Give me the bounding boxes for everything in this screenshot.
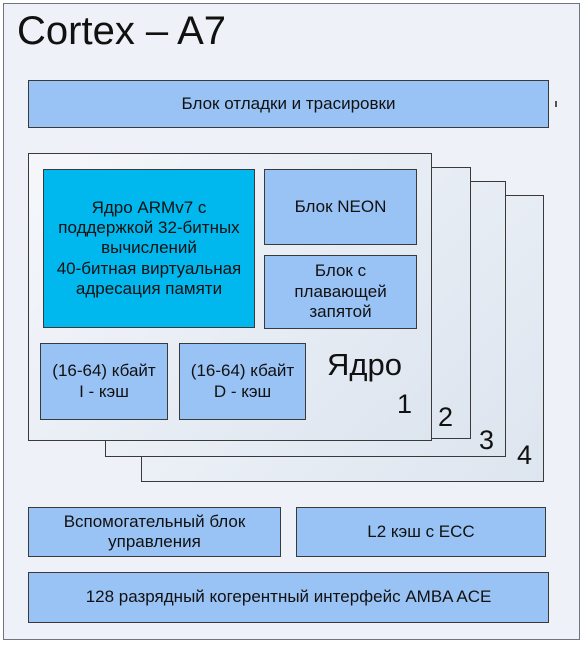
icache-line: I - кэш (79, 381, 129, 401)
aux-line: управления (108, 532, 201, 551)
aux-control-block: Вспомогательный блок управления (28, 507, 281, 557)
core-number-2: 2 (438, 402, 454, 432)
core-number-1: 1 (397, 389, 413, 419)
fpu-block: Блок с плавающей запятой (264, 255, 417, 329)
dcache-line: (16-64) кбайт (190, 361, 295, 381)
fpu-line: плавающей (294, 281, 387, 301)
core-number-4: 4 (517, 440, 533, 470)
armv7-line: Ядро ARMv7 с (91, 197, 207, 217)
armv7-line: адресация памяти (75, 279, 223, 299)
l2-cache-label: L2 кэш с ECC (367, 521, 475, 541)
l2-cache-block: L2 кэш с ECC (296, 507, 546, 557)
diagram-title: Cortex – A7 (17, 9, 227, 53)
core-number-3: 3 (479, 425, 495, 455)
aux-line: Вспомогательный блок (63, 511, 246, 531)
amba-interface-label: 128 разрядный когерентный интерфейс AMBA… (85, 587, 492, 607)
neon-label: Блок NEON (294, 196, 387, 216)
dcache-block: (16-64) кбайт D - кэш (179, 343, 306, 420)
neon-block: Блок NEON (264, 169, 417, 245)
debug-trace-block: Блок отладки и трасировки (28, 80, 549, 128)
debug-trace-label: Блок отладки и трасировки (181, 93, 396, 113)
armv7-line: поддержкой 32-битных (58, 217, 240, 237)
icache-line: (16-64) кбайт (52, 361, 156, 381)
fpu-line: запятой (309, 302, 372, 322)
armv7-core-block: Ядро ARMv7 с поддержкой 32-битных вычисл… (43, 169, 255, 328)
tick-mark (555, 101, 557, 107)
armv7-line: вычислений (101, 238, 197, 258)
amba-interface-block: 128 разрядный когерентный интерфейс AMBA… (28, 572, 549, 623)
dcache-line: D - кэш (213, 381, 272, 401)
core-label: Ядро (327, 347, 402, 382)
armv7-line: 40-битная виртуальная (56, 258, 242, 278)
icache-block: (16-64) кбайт I - кэш (40, 343, 168, 420)
fpu-line: Блок с (314, 261, 367, 281)
